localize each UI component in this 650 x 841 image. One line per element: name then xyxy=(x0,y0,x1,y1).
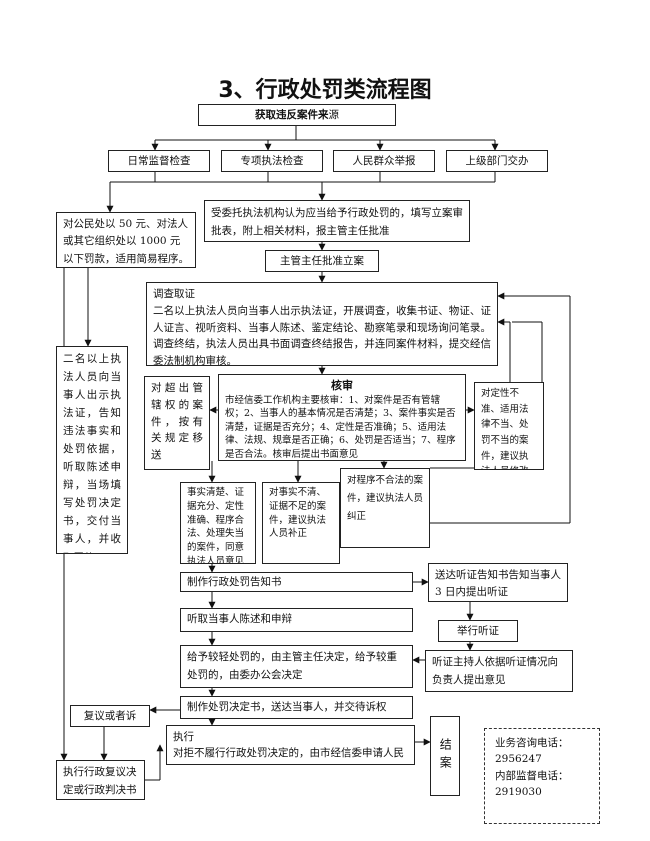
execution-heading: 执行 xyxy=(173,731,194,743)
business-phone-label: 业务咨询电话： xyxy=(495,737,569,749)
final-ruling-box: 执行行政复议决定或行政判决书 xyxy=(56,760,145,800)
illegal-procedure-box: 对程序不合法的案件，建议执法人员纠正 xyxy=(340,468,430,548)
investigation-box: 调查取证 二名以上执法人员向当事人出示执法证，开展调查，收集书证、物证、证人证言… xyxy=(146,282,498,366)
close-case-box: 结案 xyxy=(430,716,460,796)
beyond-jurisdiction-box: 对超出管辖权的案件，按有关规定移送 xyxy=(144,376,210,470)
execution-box: 执行 对拒不履行行政处罚决定的，由市经信委申请人民法院强制执行 xyxy=(166,725,415,765)
two-officers-box: 二名以上执法人员向当事人出示执法证，告知违法事实和处罚依据，听取陈述申辩，当场填… xyxy=(56,346,128,554)
internal-phone-label: 内部监督电话： xyxy=(495,769,569,782)
review-box: 核审 市经信委工作机构主要核审：1、对案件是否有管辖权；2、当事人的基本情况是否… xyxy=(218,374,466,461)
hearing-host-box: 听证主持人依据听证情况向负责人提出意见 xyxy=(425,650,573,692)
filing-box: 受委托执法机构认为应当给予行政处罚的，填写立案审批表，附上相关材料，报主管主任批… xyxy=(204,200,470,242)
source-routine-inspection: 日常监督检查 xyxy=(108,150,210,172)
simple-procedure-box: 对公民处以 50 元、对法人或其它组织处以 1000 元以下罚款，适用简易程序。 xyxy=(56,212,196,268)
source-special-enforcement: 专项执法检查 xyxy=(221,150,323,172)
case-source-text: 获取违反案件来 xyxy=(255,108,329,121)
hearing-notice-box: 送达听证告知书告知当事人 3 日内提出听证 xyxy=(428,563,568,602)
investigation-heading: 调查取证 xyxy=(153,288,195,300)
execution-body: 对拒不履行行政处罚决定的，由市经信委申请人民法院强制执行 xyxy=(173,747,404,764)
review-heading: 核审 xyxy=(331,379,353,392)
improper-application-box: 对定性不准、适用法律不当、处罚不当的案件，建议执法人员修改 xyxy=(474,382,544,470)
approve-filing-box: 主管主任批准立案 xyxy=(265,250,379,272)
source-public-report: 人民群众举报 xyxy=(333,150,435,172)
business-phone: 2956247 xyxy=(495,753,542,766)
review-body: 市经信委工作机构主要核审：1、对案件是否有管辖权；2、当事人的基本情况是否清楚；… xyxy=(225,394,456,460)
hear-statement-box: 听取当事人陈述和申辩 xyxy=(180,608,413,632)
source-superior-referral: 上级部门交办 xyxy=(446,150,548,172)
facts-unclear-box: 对事实不清、证据不足的案件，建议执法人员补正 xyxy=(262,482,340,564)
notice-box: 制作行政处罚告知书 xyxy=(180,572,413,592)
page-title: 3、行政处罚类流程图 xyxy=(218,78,432,103)
contact-box: 业务咨询电话： 2956247 内部监督电话： 2919030 xyxy=(484,728,600,824)
make-decision-box: 制作处罚决定书，送达当事人，并交待诉权 xyxy=(180,696,413,719)
appeal-box: 复议或者诉 xyxy=(70,705,150,727)
internal-phone: 2919030 xyxy=(495,785,542,798)
facts-clear-box: 事实清楚、证据充分、定性准确、程序合法、处理失当的案件，同意执法人员意见 xyxy=(180,482,256,564)
hold-hearing-box: 举行听证 xyxy=(438,620,518,642)
case-source-box: 获取违反案件来源 xyxy=(198,104,396,126)
investigation-body: 二名以上执法人员向当事人出示执法证，开展调查，收集书证、物证、证人证言、视听资料… xyxy=(153,304,491,366)
case-source-tail: 源 xyxy=(328,108,340,121)
penalty-decision-box: 给予较轻处罚的，由主管主任决定，给予较重处罚的，由委办公会决定 xyxy=(180,645,413,688)
